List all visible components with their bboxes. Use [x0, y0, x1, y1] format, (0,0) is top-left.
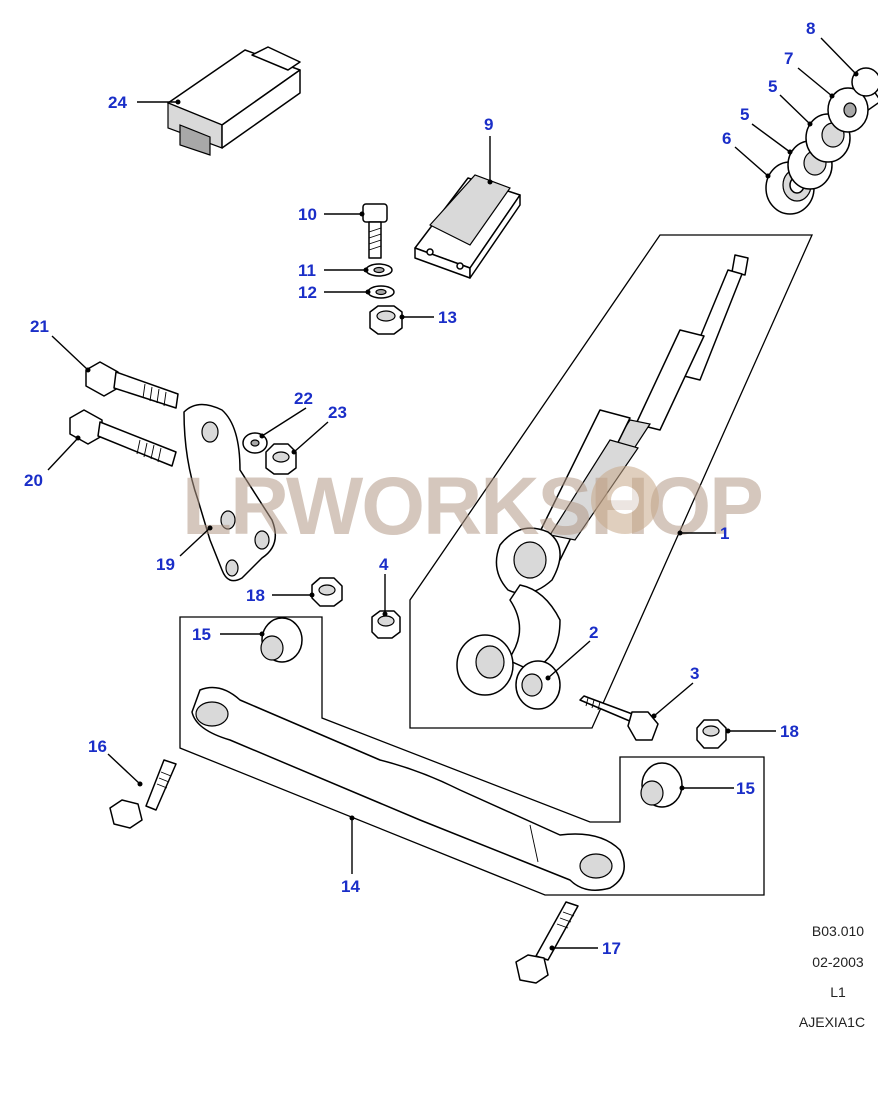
callout-21: 21: [30, 317, 49, 336]
gear-icon: [591, 466, 659, 534]
callout-7: 7: [784, 49, 793, 68]
diagram-code: AJEXIA1C: [799, 1014, 865, 1030]
callout-3: 3: [690, 664, 699, 683]
bracket-part-19: [183, 403, 277, 582]
bolt-part-20: [69, 409, 177, 467]
nut-part-18-right: [696, 719, 727, 749]
callout-18-right: 18: [780, 722, 799, 741]
bolt-part-17: [515, 901, 579, 984]
nut-part-13: [369, 305, 403, 335]
callout-13: 13: [438, 308, 457, 327]
diagram-level: L1: [830, 984, 846, 1000]
bolt-part-3: [579, 695, 659, 741]
radius-arm-part-1: [456, 254, 749, 696]
callout-20: 20: [24, 471, 43, 490]
callout-15-right: 15: [736, 779, 755, 798]
watermark-text: LRWORKSHOP: [182, 461, 762, 552]
callout-5b: 5: [740, 105, 749, 124]
callout-12: 12: [298, 283, 317, 302]
callout-5a: 5: [768, 77, 777, 96]
diagram-date: 02-2003: [812, 954, 864, 970]
callout-16: 16: [88, 737, 107, 756]
callout-19: 19: [156, 555, 175, 574]
callout-8: 8: [806, 19, 815, 38]
nut-part-23: [265, 443, 297, 475]
nut-part-18-left: [311, 577, 343, 607]
bush-part-15-left: [260, 617, 303, 663]
bush-part-2: [515, 660, 561, 710]
frame-part-1: [409, 234, 814, 729]
bolt-part-21: [85, 361, 179, 409]
leader-lines: [47, 37, 859, 951]
mount-part-9: [414, 174, 521, 279]
callout-10: 10: [298, 205, 317, 224]
frame-part-14: [179, 616, 765, 896]
diagram-ref: B03.010: [812, 923, 864, 939]
module-part-24: [167, 46, 301, 156]
callout-24: 24: [108, 93, 127, 112]
bush-part-15-right: [640, 762, 683, 808]
bolt-part-16: [109, 759, 177, 829]
callout-15-left: 15: [192, 625, 211, 644]
nut-part-8: [851, 67, 878, 97]
callout-14: 14: [341, 877, 360, 896]
link-part-14: [191, 686, 625, 891]
callout-11: 11: [298, 261, 316, 280]
callout-4: 4: [379, 555, 389, 574]
callout-6: 6: [722, 129, 731, 148]
callout-18-left: 18: [246, 586, 265, 605]
callout-22: 22: [294, 389, 313, 408]
callout-1: 1: [720, 524, 729, 543]
callout-23: 23: [328, 403, 347, 422]
callout-9: 9: [484, 115, 493, 134]
bushing-stack-parts-5-8: [765, 67, 878, 215]
nut-part-4: [371, 610, 401, 639]
callout-17: 17: [602, 939, 621, 958]
bolt-part-10: [362, 203, 388, 259]
callout-2: 2: [589, 623, 598, 642]
